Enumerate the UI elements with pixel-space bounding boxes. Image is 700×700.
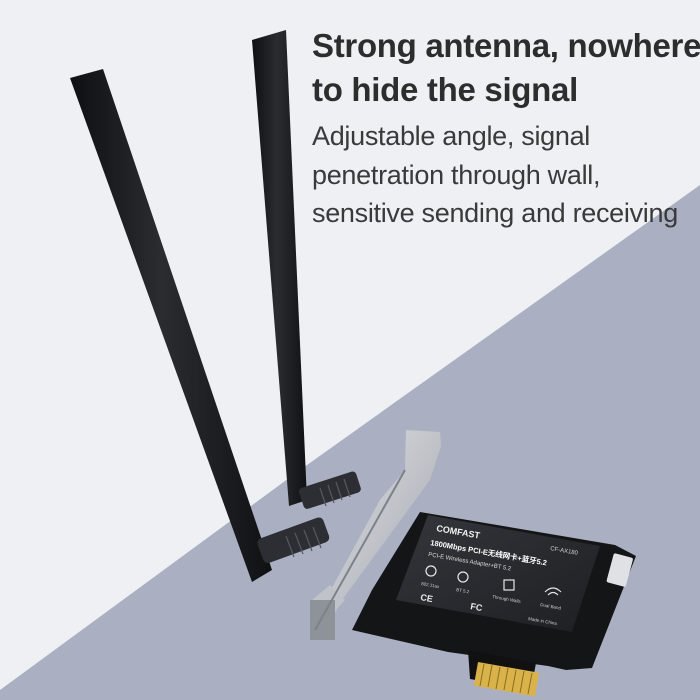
feature-1: 802.11ax bbox=[421, 581, 441, 589]
description-line-1: Adjustable angle, signal bbox=[312, 121, 591, 151]
feature-4: Dual Band bbox=[540, 602, 562, 611]
pcie-bracket bbox=[310, 430, 441, 640]
label-model: CF-AX180 bbox=[550, 546, 579, 557]
bluetooth-icon bbox=[457, 571, 469, 583]
headline-line-1: Strong antenna, nowhere bbox=[312, 27, 700, 64]
rear-antenna bbox=[252, 30, 361, 509]
card-label: COMFAST CF-AX180 1800Mbps PCI-E无线网卡+蓝牙5.… bbox=[396, 515, 600, 632]
feature-3: Through Walls bbox=[492, 594, 522, 604]
wifi6-icon bbox=[425, 565, 437, 577]
cert-ce: CE bbox=[420, 592, 434, 604]
description-line-3: sensitive sending and receiving bbox=[312, 198, 678, 228]
headline: Strong antenna, nowhere to hide the sign… bbox=[312, 24, 700, 112]
cert-fc: FC bbox=[470, 601, 484, 613]
description: Adjustable angle, signal penetration thr… bbox=[312, 117, 697, 233]
description-line-2: penetration through wall, bbox=[312, 159, 601, 190]
through-wall-icon bbox=[503, 579, 515, 591]
label-origin: Made in China bbox=[528, 616, 558, 626]
headline-line-2: to hide the signal bbox=[312, 71, 578, 108]
feature-2: BT 5.2 bbox=[456, 587, 470, 594]
feature-icons bbox=[425, 565, 562, 596]
dual-band-icon bbox=[544, 587, 562, 596]
front-antenna bbox=[70, 69, 330, 582]
